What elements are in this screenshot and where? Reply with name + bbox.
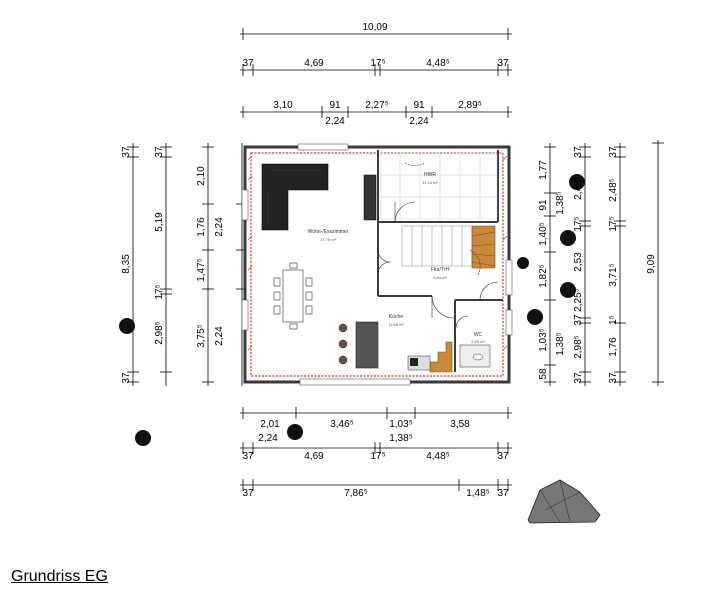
dimension-lines	[127, 28, 664, 491]
building	[241, 143, 513, 386]
dim-bottom-r1b: 2,24	[258, 433, 278, 444]
room-kueche-area: 11,65 m²	[388, 322, 404, 327]
dim-top-r2: 37	[497, 58, 509, 69]
dim-right-outer: 37	[608, 372, 619, 384]
dim-right-inner: 91	[538, 199, 549, 211]
dim-bottom-r2: 4,48⁵	[426, 451, 450, 462]
dim-right-total: 9,09	[646, 254, 657, 274]
dim-left-inner: 2,10	[196, 166, 207, 186]
dim-left-outer: 37	[121, 146, 132, 158]
dim-top-r3b: 2,24	[409, 116, 429, 127]
dim-right-inner: 1,40⁵	[538, 222, 549, 246]
dim-bottom-r2: 37	[242, 451, 254, 462]
dim-left-outer: 8,35	[121, 254, 132, 274]
plan-caption: Grundriss EG	[11, 568, 108, 585]
room-labels: HWR 11,10 m² Wohn-/Esszimmer 37,70 m² Fl…	[308, 172, 486, 344]
dim-bottom-r3: 37	[242, 488, 254, 499]
dim-right-mid: 37	[573, 372, 584, 384]
dim-right-inner: 1,03⁵	[538, 328, 549, 352]
dim-right-inner-b: 1,38⁵	[555, 191, 566, 215]
dim-bottom-r1: 3,46⁵	[330, 419, 354, 430]
dim-bottom-r1: 2,01	[260, 419, 280, 430]
room-kueche-label: Küche	[389, 314, 403, 320]
dim-bottom-r3: 1,48⁵	[466, 488, 490, 499]
dim-bottom-r2: 17⁵	[370, 451, 385, 462]
dim-right-mid: 2,98⁵	[573, 335, 584, 359]
dim-right-mid: 2,48⁵	[573, 176, 584, 200]
dim-left-mid: 5,19	[154, 212, 165, 232]
dim-right-outer: 2,48⁵	[608, 178, 619, 202]
dim-bottom-r1: 3,58	[450, 419, 470, 430]
rock-symbol	[527, 479, 601, 524]
room-hwr-label: HWR	[424, 172, 436, 178]
dim-right-mid: 2,53	[573, 252, 584, 272]
dim-right-inner: 1,82⁵	[538, 264, 549, 288]
dim-top-r2: 4,69	[304, 58, 324, 69]
dim-left-inner2: 2,24	[214, 326, 225, 346]
dim-left-inner2: 2,24	[214, 217, 225, 237]
dim-bottom-r2: 4,69	[304, 451, 324, 462]
dim-right-mid: 2,25⁵	[573, 288, 584, 312]
dim-top-r3: 91	[413, 100, 425, 111]
dim-bottom-r1: 1,03⁵	[389, 419, 413, 430]
dim-left-outer: 37	[121, 372, 132, 384]
dim-top-r3b: 2,24	[325, 116, 345, 127]
dim-left-mid: 17⁵	[154, 284, 165, 299]
dim-right-outer: 1,76	[608, 337, 619, 357]
dim-left-inner: 3,75⁵	[196, 324, 207, 348]
dim-right-inner: 58	[538, 368, 549, 380]
dim-right-outer: 3,71⁵	[608, 263, 619, 287]
dim-left-inner: 1,47⁵	[196, 258, 207, 282]
dim-right-mid-b: 17⁵	[573, 216, 584, 231]
dim-right-inner-b: 1,38⁵	[555, 332, 566, 356]
tree-symbols	[119, 174, 585, 446]
dimension-labels: 10,09 37 4,69 17⁵ 4,48⁵ 37 3,10 91 2,27⁵…	[121, 22, 657, 499]
dim-right-outer: 17⁵	[608, 216, 619, 231]
dim-top-r3: 91	[329, 100, 341, 111]
room-wohn-area: 37,70 m²	[320, 237, 336, 242]
dim-top-r3: 2,27⁵	[365, 100, 389, 111]
room-wohn-label: Wohn-/Esszimmer	[308, 229, 349, 235]
room-flur-label: Flur/TrH	[431, 267, 450, 273]
dim-bottom-r1b: 1,38⁵	[389, 433, 413, 444]
dim-left-mid: 37	[154, 146, 165, 158]
room-flur-area: 9,84 m²	[433, 275, 447, 280]
dim-top-r3: 3,10	[273, 100, 293, 111]
dim-left-mid: 2,98⁵	[154, 321, 165, 345]
room-wc-area: 2,93 m²	[471, 339, 485, 344]
dim-top-r2: 4,48⁵	[426, 58, 450, 69]
dim-bottom-r2: 37	[497, 451, 509, 462]
dim-bottom-r3: 7,86⁵	[344, 488, 368, 499]
dim-right-mid: 37	[573, 314, 584, 326]
dim-top-total: 10,09	[362, 22, 387, 33]
room-hwr-area: 11,10 m²	[422, 180, 438, 185]
dim-right-inner: 1,77	[538, 160, 549, 180]
dim-top-r3: 2,89⁵	[458, 100, 482, 111]
dim-right-outer: 37	[608, 146, 619, 158]
room-wc-label: WC	[474, 332, 483, 338]
dim-top-r2: 37	[242, 58, 254, 69]
dim-right-mid-b: 1⁵	[608, 315, 619, 325]
dim-top-r2: 17⁵	[370, 58, 385, 69]
dim-right-mid: 37	[573, 146, 584, 158]
dim-bottom-r3: 37	[497, 488, 509, 499]
dim-left-inner: 1,76	[196, 217, 207, 237]
staircase	[401, 225, 496, 276]
